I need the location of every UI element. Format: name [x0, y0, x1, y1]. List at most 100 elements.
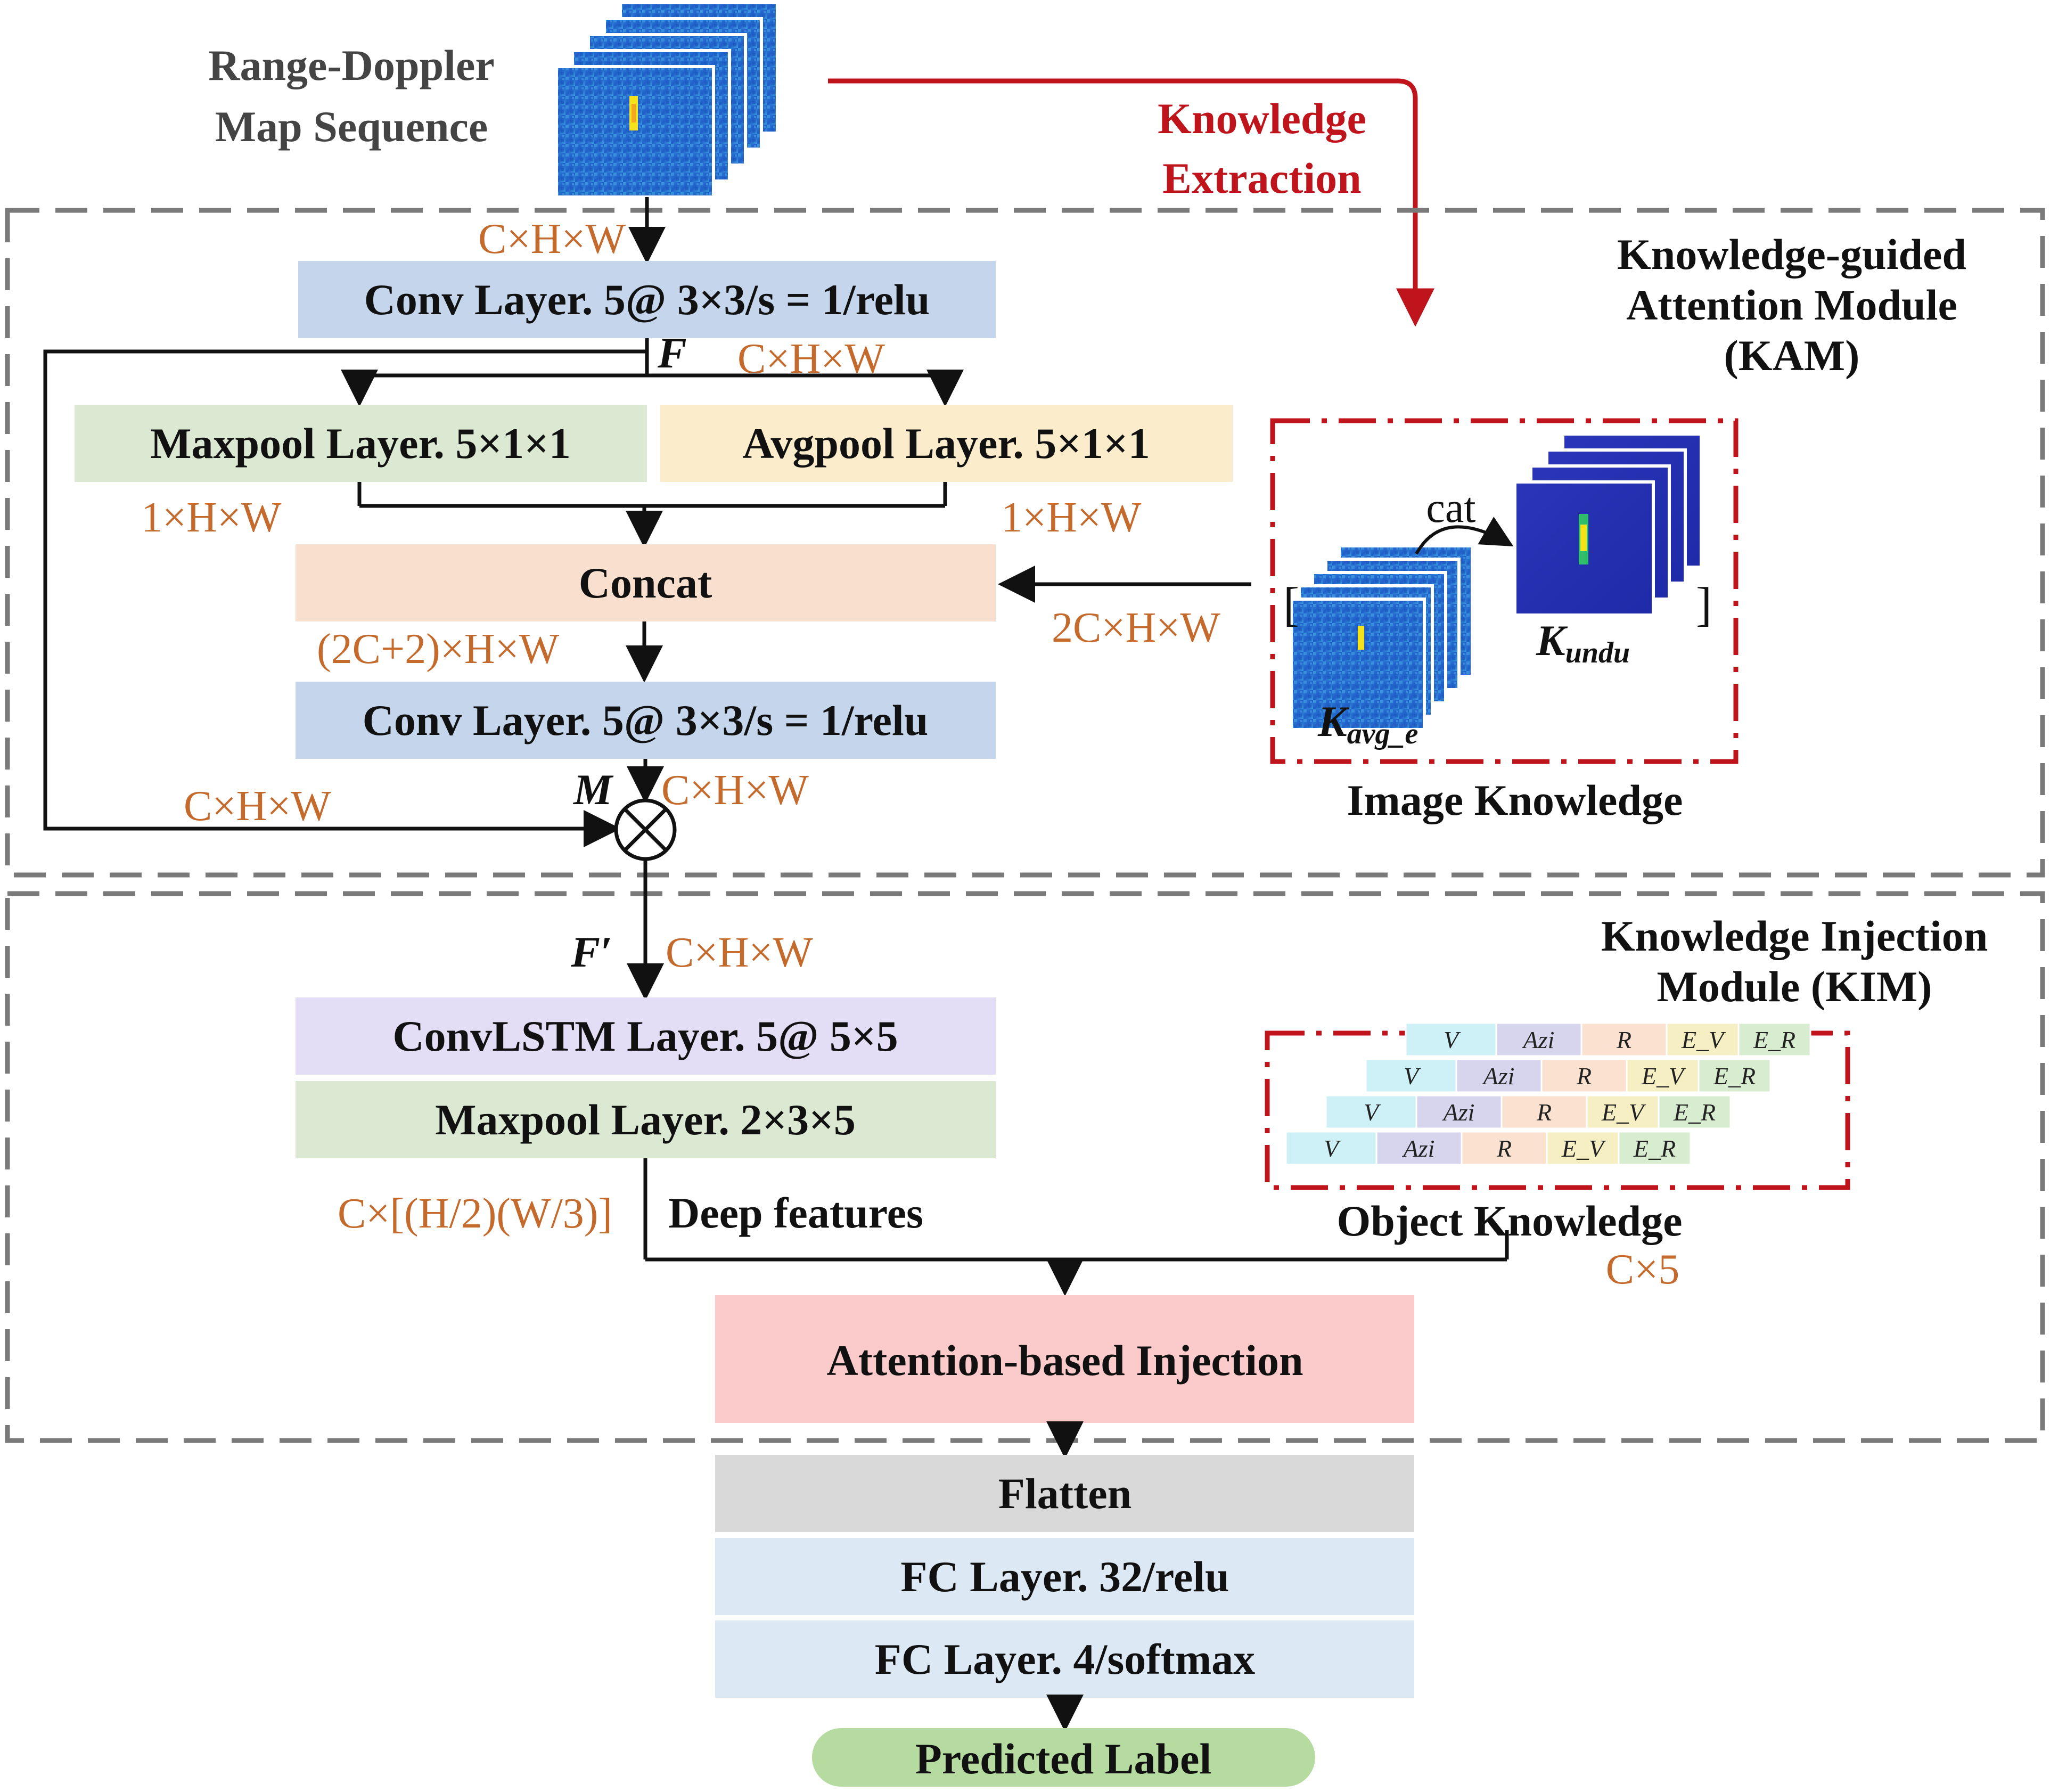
- dim-concat-out: (2C+2)×H×W: [317, 626, 560, 673]
- flatten-box: [715, 1455, 1414, 1532]
- f-prime-label: F′: [570, 928, 612, 976]
- bracket-right: ]: [1696, 578, 1712, 631]
- object-cell: [1461, 1131, 1548, 1166]
- object-cell-label: R: [1536, 1099, 1552, 1126]
- concat-box: [296, 544, 996, 621]
- object-cell-label: E_V: [1681, 1026, 1726, 1053]
- k-undu-label: Kundu: [1536, 616, 1630, 669]
- object-cell-label: E_V: [1601, 1099, 1646, 1126]
- fc-layer-2-label: FC Layer. 4/softmax: [875, 1635, 1255, 1683]
- object-cell-label: Azi: [1522, 1026, 1555, 1053]
- knowledge-extraction-arrow: [828, 78, 1434, 327]
- dim-skip: C×H×W: [184, 783, 331, 830]
- object-cell-label: E_R: [1713, 1062, 1756, 1090]
- skip-connection: [43, 349, 647, 847]
- object-cell-label: E_R: [1753, 1026, 1795, 1053]
- object-cell: [1495, 1022, 1582, 1057]
- object-cell-label: E_R: [1673, 1099, 1716, 1126]
- kam-container: [5, 208, 2045, 878]
- object-cell-label: Azi: [1442, 1099, 1475, 1126]
- object-knowledge-label: Object Knowledge: [1336, 1197, 1682, 1245]
- dim-m-out: C×H×W: [661, 767, 809, 814]
- maxpool-layer-label: Maxpool Layer. 5×1×1: [150, 419, 571, 468]
- object-cell-label: Azi: [1402, 1135, 1435, 1162]
- kam-title-line3: (KAM): [1724, 331, 1859, 380]
- m-label: M: [572, 765, 614, 814]
- object-cell-label: E_V: [1641, 1062, 1686, 1090]
- object-cell-label: V: [1324, 1135, 1341, 1162]
- dim-maxpool-out: 1×H×W: [141, 494, 282, 541]
- object-cell: [1737, 1022, 1811, 1057]
- maxpool-layer-box: [75, 405, 647, 482]
- object-cell-label: R: [1616, 1026, 1631, 1053]
- object-cell-label: R: [1576, 1062, 1592, 1090]
- k-avg-label: Kavg_e: [1317, 697, 1418, 750]
- knowledge-extraction-line1: Knowledge: [1158, 94, 1366, 143]
- dim-after-conv1: C×H×W: [737, 336, 885, 382]
- object-cell: [1586, 1094, 1660, 1130]
- object-cell: [1325, 1094, 1417, 1130]
- kim-container: [5, 891, 2045, 1443]
- knowledge-extraction-line2: Extraction: [1162, 154, 1361, 202]
- dim-object: C×5: [1606, 1246, 1679, 1293]
- convlstm-layer-box: [296, 997, 996, 1075]
- dim-avgpool-out: 1×H×W: [1001, 494, 1142, 541]
- attention-injection-label: Attention-based Injection: [826, 1336, 1303, 1385]
- avgpool-layer-box: [660, 405, 1233, 482]
- flatten-label: Flatten: [998, 1469, 1131, 1518]
- object-cell: [1626, 1058, 1700, 1093]
- object-cell: [1658, 1094, 1732, 1130]
- fc-layer-1-box: [715, 1538, 1414, 1615]
- image-knowledge-label: Image Knowledge: [1347, 776, 1683, 824]
- concat-label: Concat: [579, 559, 712, 607]
- object-cell-label: R: [1496, 1135, 1512, 1162]
- dim-deep: C×[(H/2)(W/3)]: [338, 1190, 612, 1237]
- fc-layer-1-label: FC Layer. 32/relu: [900, 1552, 1229, 1601]
- object-cell: [1455, 1058, 1543, 1093]
- kim-title-line1: Knowledge Injection: [1601, 912, 1988, 960]
- input-title-line2: Map Sequence: [215, 102, 488, 151]
- dim-input: C×H×W: [478, 216, 626, 263]
- object-cell-label: E_R: [1633, 1135, 1676, 1162]
- conv-layer-2-label: Conv Layer. 5@ 3×3/s = 1/relu: [363, 696, 929, 744]
- image-knowledge-panel: [1270, 418, 1739, 764]
- object-cell-label: V: [1404, 1062, 1421, 1090]
- object-cell-label: V: [1364, 1099, 1381, 1126]
- cat-label: cat: [1426, 485, 1475, 531]
- elementwise-multiply-icon: [614, 798, 677, 861]
- avgpool-layer-label: Avgpool Layer. 5×1×1: [742, 419, 1150, 468]
- fc-layer-2-box: [715, 1621, 1414, 1698]
- bracket-left: [: [1283, 578, 1299, 631]
- attention-injection-box: [715, 1295, 1414, 1423]
- dim-knowledge-in: 2C×H×W: [1052, 604, 1220, 651]
- kim-title-line2: Module (KIM): [1657, 962, 1932, 1011]
- object-cell: [1698, 1058, 1772, 1093]
- kam-title-line2: Attention Module: [1626, 281, 1957, 329]
- object-cell-label: E_V: [1561, 1135, 1606, 1162]
- object-cell: [1546, 1131, 1620, 1166]
- k-undu-stack: [1513, 432, 1703, 617]
- deep-features-label: Deep features: [668, 1189, 923, 1237]
- object-cell-label: V: [1444, 1026, 1461, 1053]
- object-cell: [1618, 1131, 1692, 1166]
- maxpool-kim-label: Maxpool Layer. 2×3×5: [435, 1095, 856, 1144]
- dim-f-prime: C×H×W: [666, 929, 813, 976]
- kam-title-line1: Knowledge-guided: [1617, 230, 1966, 279]
- f-label: F: [657, 329, 687, 377]
- conv-layer-2-box: [296, 682, 996, 759]
- range-doppler-stack: [555, 1, 779, 199]
- input-title-line1: Range-Doppler: [208, 41, 495, 89]
- object-cell: [1405, 1022, 1497, 1057]
- object-cell: [1540, 1058, 1628, 1093]
- convlstm-layer-label: ConvLSTM Layer. 5@ 5×5: [392, 1012, 898, 1060]
- k-avg-stack: [1290, 544, 1474, 731]
- predicted-label-text: Predicted Label: [915, 1734, 1211, 1783]
- conv-layer-1-label: Conv Layer. 5@ 3×3/s = 1/relu: [364, 275, 930, 324]
- conv-layer-1-box: [298, 261, 996, 338]
- predicted-label-box: [812, 1728, 1315, 1787]
- cat-arrow: [1415, 517, 1514, 555]
- object-cell-label: Azi: [1482, 1062, 1515, 1090]
- maxpool-kim-box: [296, 1081, 996, 1158]
